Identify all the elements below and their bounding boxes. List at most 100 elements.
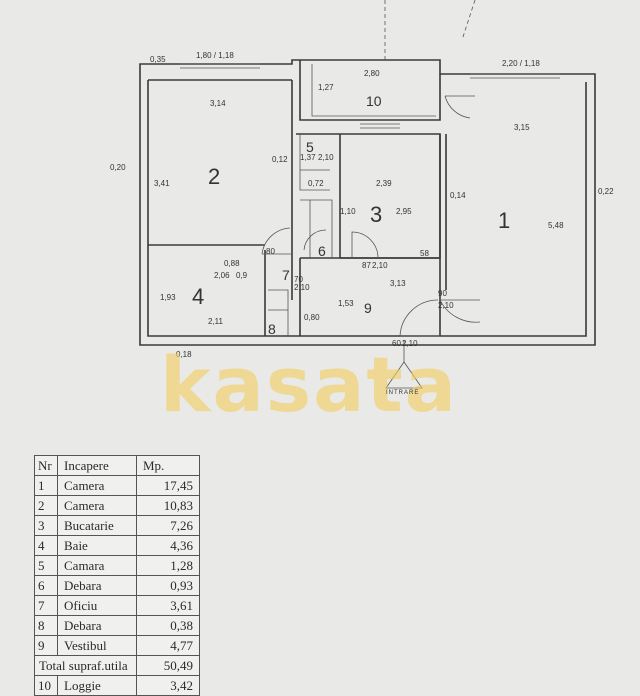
wall-hallway (264, 250, 440, 336)
dimension-label: 90 (438, 289, 447, 298)
dimension-label: 2,39 (376, 179, 392, 188)
table-total-row: Total supraf.utila 50,49 (34, 655, 200, 676)
door-entrance (399, 299, 440, 337)
dimension-label: 0,14 (450, 191, 466, 200)
dimension-label: 2,11 (208, 317, 224, 326)
dimension-label: 0,72 (308, 179, 324, 188)
dimension-label: 3,15 (514, 123, 530, 132)
row-area: 3,61 (136, 595, 200, 616)
row-nr: 7 (34, 595, 58, 616)
dimension-label: 3,13 (390, 279, 406, 288)
room-label: 9 (364, 300, 372, 316)
row-nr: 9 (34, 635, 58, 656)
row-room: Vestibul (57, 635, 137, 656)
row-area: 0,93 (136, 575, 200, 596)
wall-room-1 (439, 134, 447, 336)
dimension-label: 58 (420, 249, 429, 258)
dimension-label: 0,9 (236, 271, 248, 280)
door-room-2 (261, 227, 292, 255)
door-room-1 (439, 299, 481, 323)
row-area: 4,36 (136, 535, 200, 556)
dimension-label: 0,12 (272, 155, 288, 164)
column-header-area: Mp. (136, 455, 200, 476)
dimension-label: 2,10 (438, 301, 454, 310)
dimension-label: 2,95 (396, 207, 412, 216)
dimension-label: 2,10 (402, 339, 418, 348)
dimension-label: 2,10 (294, 283, 310, 292)
total-area: 50,49 (136, 655, 200, 676)
wall-room-2 (148, 80, 293, 300)
table-row: 5 Camara 1,28 (34, 555, 200, 576)
row-room: Oficiu (57, 595, 137, 616)
dimension-label: 87 (362, 261, 371, 270)
room-label: 8 (268, 321, 276, 337)
dimension-label: 0,18 (176, 350, 192, 359)
row-nr: 10 (34, 675, 58, 696)
dimension-label: 2,20 / 1,18 (502, 59, 540, 68)
window-room-2 (180, 63, 260, 69)
dimension-label: 70 (294, 275, 303, 284)
room-label: 6 (318, 243, 326, 259)
room-label: 10 (366, 93, 382, 109)
row-nr: 2 (34, 495, 58, 516)
table-row: 3 Bucatarie 7,26 (34, 515, 200, 536)
dimension-label: 1,10 (340, 207, 356, 216)
dimension-label: 1,80 / 1,18 (196, 51, 234, 60)
dimension-label: 2,10 (318, 153, 334, 162)
row-room: Baie (57, 535, 137, 556)
window-room-1 (470, 73, 560, 79)
room-label: 3 (370, 202, 382, 227)
table-header-row: Nr Incapere Mp. (34, 455, 200, 476)
table-row: 7 Oficiu 3,61 (34, 595, 200, 616)
room-label: 5 (306, 139, 314, 155)
table-row: 6 Debara 0,93 (34, 575, 200, 596)
room-label: 1 (498, 208, 510, 233)
dimension-label: 60 (392, 339, 401, 348)
row-nr: 5 (34, 555, 58, 576)
column-header-room: Incapere (57, 455, 137, 476)
row-nr: 8 (34, 615, 58, 636)
door-kitchen (351, 231, 379, 259)
dimension-label: 1,53 (338, 299, 354, 308)
row-room: Debara (57, 615, 137, 636)
dimension-label: 0,22 (598, 187, 614, 196)
dimension-label: 0,88 (224, 259, 240, 268)
dimension-label: 1,37 (300, 153, 316, 162)
row-area: 0,38 (136, 615, 200, 636)
row-room: Loggie (57, 675, 137, 696)
dimension-label: 5,48 (548, 221, 564, 230)
dimension-label: 0,80 (304, 313, 320, 322)
loggia-wall (299, 60, 441, 121)
row-nr: 6 (34, 575, 58, 596)
dimension-label: 0,20 (110, 163, 126, 172)
room-area-table: Nr Incapere Mp. 1 Camera 17,45 2 Camera … (34, 455, 200, 696)
dimension-label: 2,10 (372, 261, 388, 270)
room-label: 2 (208, 164, 220, 189)
interior-outline (147, 79, 587, 337)
row-room: Camera (57, 475, 137, 496)
row-area: 1,28 (136, 555, 200, 576)
table-row: 10 Loggie 3,42 (34, 675, 200, 696)
row-area: 10,83 (136, 495, 200, 516)
table-row: 4 Baie 4,36 (34, 535, 200, 556)
table-row: 1 Camera 17,45 (34, 475, 200, 496)
room-label: 4 (192, 284, 204, 309)
dimension-label: 0,35 (150, 55, 166, 64)
dimension-label: 1,27 (318, 83, 334, 92)
door-pantry-6 (303, 229, 327, 251)
row-area: 3,42 (136, 675, 200, 696)
table-row: 2 Camera 10,83 (34, 495, 200, 516)
dimension-label: 2,06 (214, 271, 230, 280)
dimension-label: 2,80 (364, 69, 380, 78)
total-label: Total supraf.utila (34, 655, 137, 676)
row-nr: 4 (34, 535, 58, 556)
dimension-label: 3,41 (154, 179, 170, 188)
table-row: 9 Vestibul 4,77 (34, 635, 200, 656)
row-area: 7,26 (136, 515, 200, 536)
watermark-logo: kasata (160, 340, 458, 429)
row-nr: 1 (34, 475, 58, 496)
row-room: Camera (57, 495, 137, 516)
row-area: 4,77 (136, 635, 200, 656)
door-loggia (444, 95, 475, 119)
column-header-nr: Nr (34, 455, 58, 476)
